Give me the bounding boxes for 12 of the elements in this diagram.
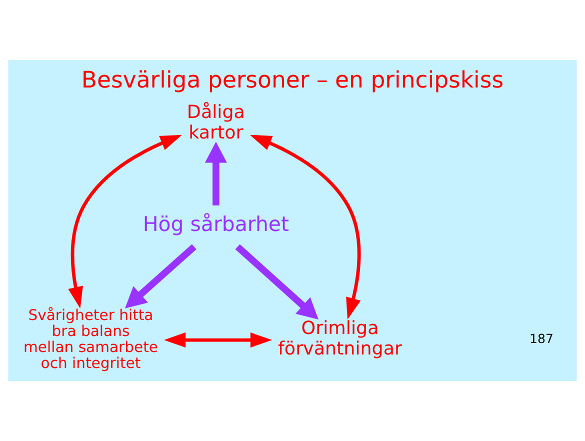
arrow xyxy=(250,134,361,320)
node-text: Hög sårbarhet xyxy=(142,212,290,236)
node-text: Orimliga förväntningar xyxy=(278,318,402,360)
arrow xyxy=(164,332,272,348)
diagram-title: Besvärliga personer – en principskiss xyxy=(81,67,504,94)
arrow xyxy=(235,244,318,320)
arrow xyxy=(68,134,182,308)
node-text: Dåliga kartor xyxy=(186,102,245,144)
label: 187 xyxy=(530,331,554,346)
arrow xyxy=(204,142,227,206)
node-text: Svårigheter hitta bra balans mellan samarbete och integritet xyxy=(23,306,158,372)
arrow xyxy=(125,244,196,308)
